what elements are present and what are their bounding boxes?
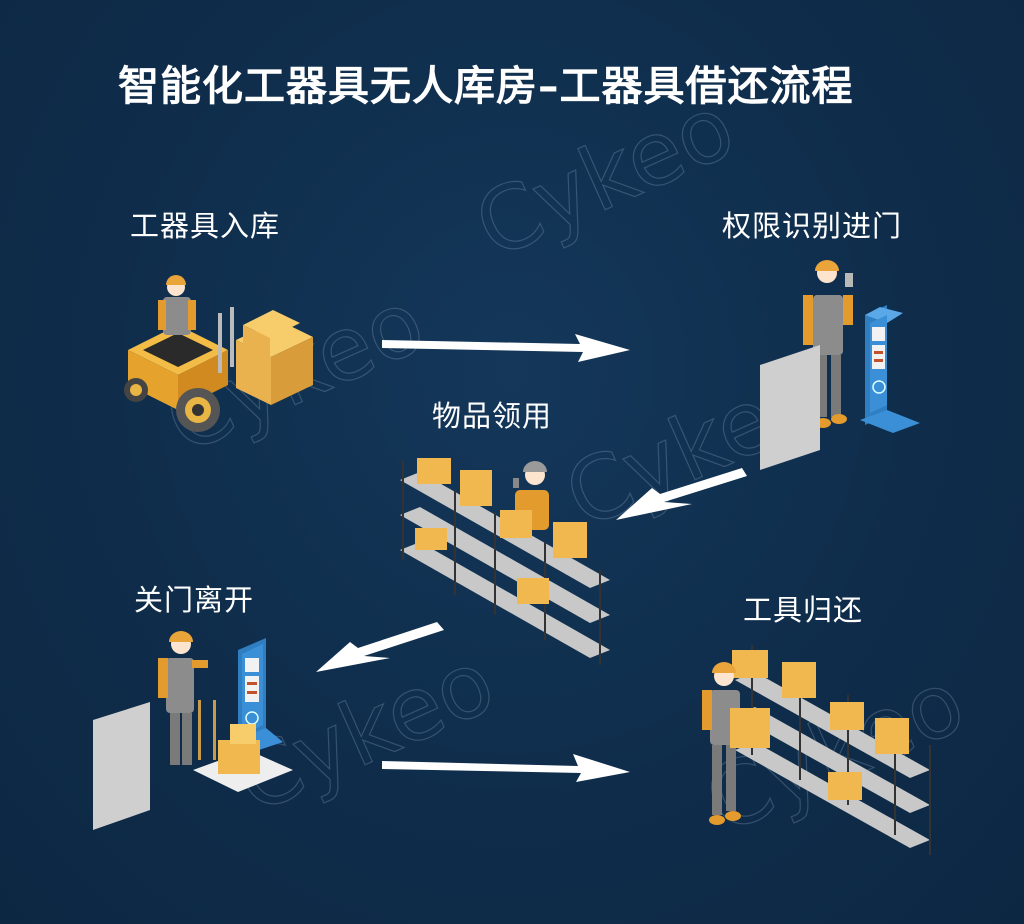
shelf-pickup-illustration bbox=[400, 458, 610, 665]
cart-kiosk-illustration bbox=[93, 631, 293, 830]
page-title: 智能化工器具无人库房–工器具借还流程 bbox=[118, 62, 854, 110]
forklift-illustration bbox=[124, 275, 313, 432]
step-label-close-leave: 关门离开 bbox=[134, 583, 255, 617]
step-label-tool-inbound: 工器具入库 bbox=[130, 209, 281, 243]
arrow-down-left-icon bbox=[616, 468, 747, 520]
step-label-access-auth: 权限识别进门 bbox=[722, 209, 903, 243]
access-kiosk-illustration bbox=[760, 260, 920, 470]
arrow-right-icon bbox=[382, 754, 630, 782]
shelf-return-illustration bbox=[702, 645, 931, 855]
arrow-right-icon bbox=[382, 334, 630, 362]
step-label-tool-return: 工具归还 bbox=[743, 593, 864, 627]
step-label-item-pickup: 物品领用 bbox=[432, 399, 553, 433]
arrow-down-left-icon bbox=[316, 622, 444, 672]
